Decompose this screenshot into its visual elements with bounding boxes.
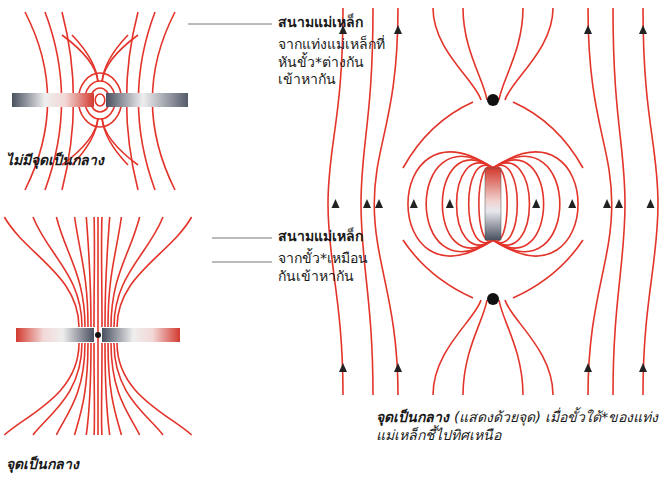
panel-caption: จุดเป็นกลาง <box>6 456 156 474</box>
field-line <box>33 217 82 327</box>
field-line <box>505 8 553 100</box>
field-line <box>101 217 103 327</box>
field-line <box>513 240 583 298</box>
field-line <box>102 35 128 82</box>
field-line <box>643 8 658 395</box>
field-line <box>505 300 553 395</box>
field-line <box>403 240 473 298</box>
field-line <box>4 217 79 327</box>
description-label: จากแท่งแม่เหล็กที่หันขั้ว*ต่างกันเข้าหาก… <box>278 36 390 89</box>
neutral-point <box>487 293 499 305</box>
field-line <box>513 102 583 168</box>
field-line <box>114 217 163 327</box>
field-line <box>33 343 82 435</box>
bar-magnet <box>16 328 94 342</box>
field-line <box>433 8 481 100</box>
field-line <box>93 217 95 327</box>
field-line <box>117 343 192 435</box>
leader-lines <box>188 24 272 262</box>
bar-magnet <box>12 93 94 107</box>
neutral-point <box>95 332 101 338</box>
neutral-point <box>487 94 499 106</box>
field-line <box>403 102 473 168</box>
bar-magnet <box>102 328 180 342</box>
field-line <box>114 343 163 435</box>
field-line <box>93 343 95 435</box>
field-line <box>463 300 487 395</box>
field-line <box>72 35 98 82</box>
panel-caption: ไม่มีจุดเป็นกลาง <box>6 152 176 170</box>
field-line <box>62 35 98 82</box>
panel-caption: จุดเป็นกลาง(แสดงด้วยจุด) เมื่อขั้วใต้*ขอ… <box>376 408 661 444</box>
bar-magnet <box>485 168 501 240</box>
field-line <box>433 300 481 395</box>
field-line <box>374 8 398 395</box>
field-line <box>97 217 99 435</box>
field-line <box>101 343 103 435</box>
field-line <box>493 152 578 256</box>
field-line <box>102 118 128 165</box>
description-label: จากขั้ว*เหมือนกันเข้าหากัน <box>278 250 378 285</box>
field-line <box>499 8 523 100</box>
field-line <box>613 8 625 395</box>
heading-label: สนามแม่เหล็ก <box>278 228 398 246</box>
field-line <box>102 35 138 82</box>
field-line <box>408 152 493 256</box>
field-line <box>95 94 105 106</box>
direction-arrows <box>332 25 655 372</box>
field-line <box>499 300 523 395</box>
field-line <box>117 217 192 327</box>
heading-label: สนามแม่เหล็ก <box>278 14 398 32</box>
bar-magnet <box>106 93 188 107</box>
caption-text: จุดเป็นกลาง <box>376 409 449 425</box>
field-line <box>463 8 487 100</box>
field-line <box>588 8 612 395</box>
field-line <box>426 156 493 251</box>
field-line <box>4 343 79 435</box>
field-line <box>102 118 138 165</box>
field-lines <box>4 8 658 435</box>
field-line <box>493 156 560 251</box>
